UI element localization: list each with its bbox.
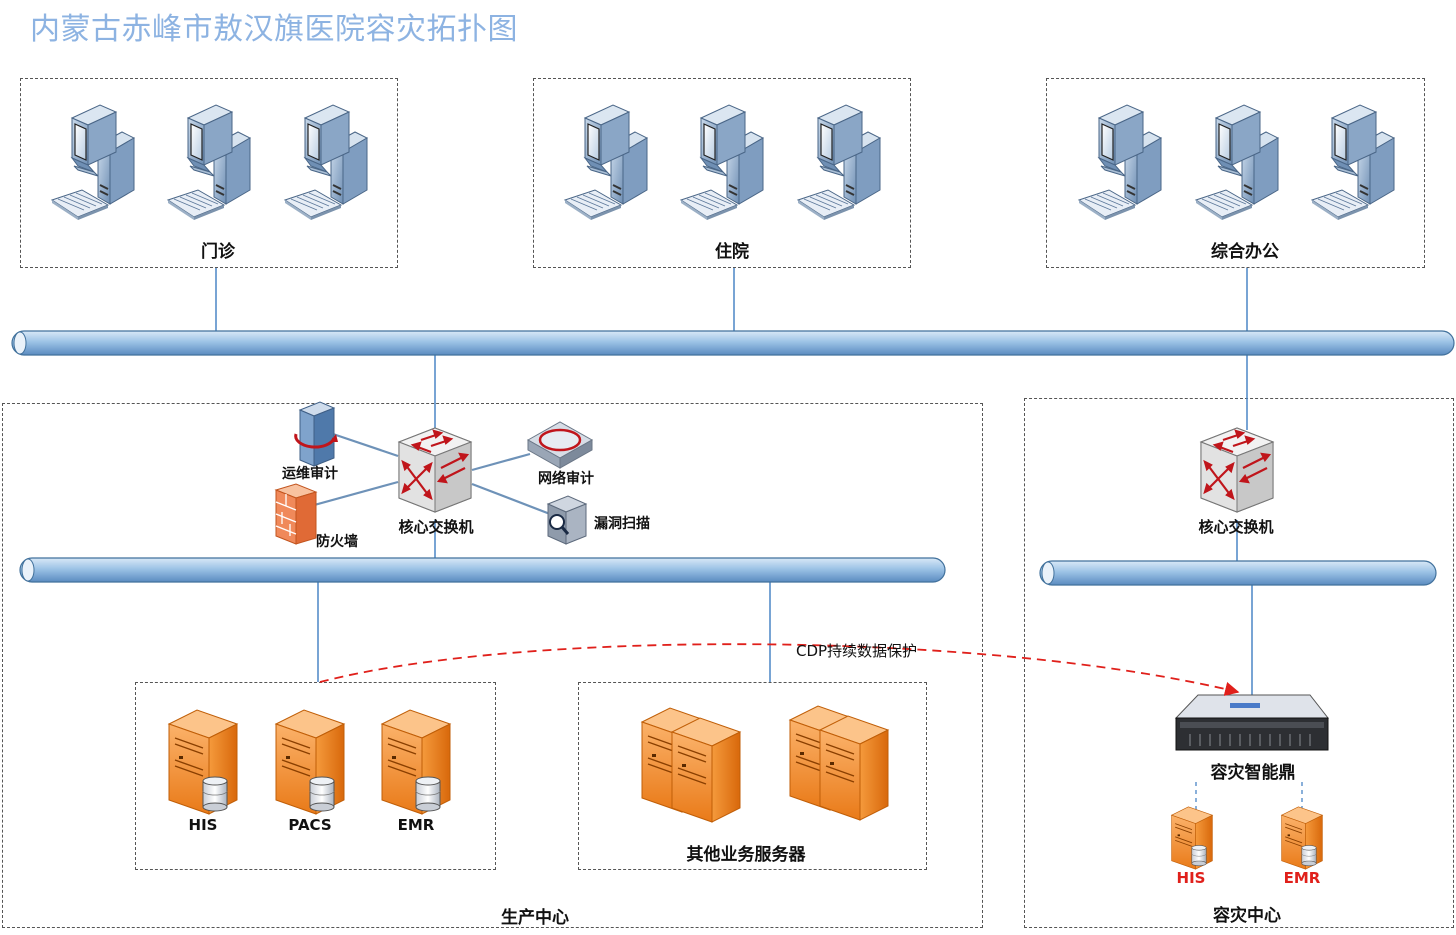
dr-his-label: HIS [1176,869,1206,887]
server-icons [168,705,889,823]
firewall-icon [274,483,318,545]
zone-disaster-label: 容灾中心 [1213,906,1281,926]
zone-core-servers [135,682,496,870]
cdp-arrow [319,643,1240,696]
server-emr-label: EMR [397,816,435,834]
dr-emr-label: EMR [1283,869,1321,887]
zone-production [2,403,983,928]
firewall-label: 防火墙 [316,534,358,550]
network-audit-icon [526,421,594,469]
core-switch-main-label: 核心交换机 [398,518,474,536]
zone-production-label: 生产中心 [501,908,569,928]
core-switch-dr-label: 核心交换机 [1198,518,1274,536]
server-his-label: HIS [188,816,218,834]
connection-lines [215,268,1253,695]
dr-links [1195,782,1303,812]
main-backbone-bus [11,330,1455,356]
network-audit-label: 网络审计 [538,471,594,487]
zone-outpatient-label: 门诊 [201,242,235,262]
server-pacs-label: PACS [288,816,332,834]
page-title: 内蒙古赤峰市敖汉旗医院容灾拓扑图 [30,12,518,47]
cdp-label: CDP持续数据保护 [796,642,918,660]
audit-ops-icon [294,401,338,467]
pc-icons [51,104,1395,221]
production-bus [19,557,946,583]
zone-disaster [1024,398,1454,928]
vuln-scan-label: 漏洞扫描 [594,516,650,532]
audit-ops-label: 运维审计 [282,466,338,482]
zone-outpatient [20,78,398,268]
dr-appliance-label: 容灾智能鼎 [1210,763,1296,783]
zone-office-label: 综合办公 [1211,242,1279,262]
dr-server-icons [1171,806,1323,870]
zone-other-servers [578,682,927,870]
disaster-bus [1039,560,1437,586]
zone-inpatient [533,78,911,268]
zone-inpatient-label: 住院 [715,242,749,262]
zone-office [1046,78,1425,268]
core-switch-main-icon [397,426,473,514]
server-other-label: 其他业务服务器 [686,845,806,865]
core-switch-dr-icon [1199,426,1275,514]
vuln-scan-icon [546,495,588,545]
dr-appliance-icon [1174,694,1330,751]
